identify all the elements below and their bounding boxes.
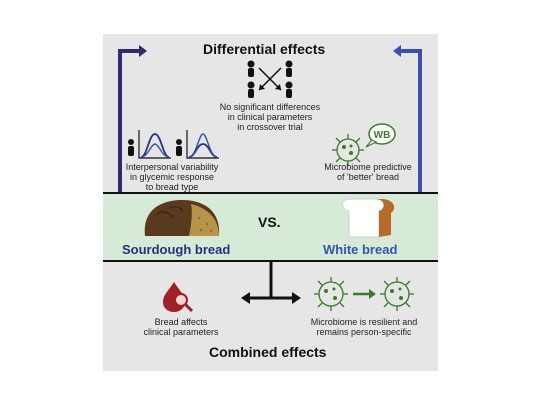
differential-effects-title: Differential effects xyxy=(203,41,326,57)
right-up-arrow-icon xyxy=(393,45,422,192)
white-bread-icon xyxy=(342,198,395,238)
sourdough-label: Sourdough bread xyxy=(122,242,231,257)
crossover-people-icon xyxy=(247,60,293,98)
differential-effects-panel xyxy=(103,34,438,192)
microbiome-resilient-caption: Microbiome is resilient and remains pers… xyxy=(310,317,418,337)
bread-affects-caption: Bread affects clinical parameters xyxy=(143,317,219,337)
sourdough-loaf-icon xyxy=(144,199,220,236)
glycemic-response-plots-icon xyxy=(128,130,219,159)
glycemic-variability-caption: Interpersonal variability in glycemic re… xyxy=(125,162,219,192)
graphical-abstract: Differential effects No significant diff… xyxy=(103,34,438,371)
white-bread-label: White bread xyxy=(323,242,398,257)
resilient-microbiome-icon xyxy=(314,277,414,311)
speech-bubble-label: WB xyxy=(374,130,391,141)
split-arrow-icon xyxy=(241,262,301,304)
combined-effects-title: Combined effects xyxy=(209,344,327,360)
left-up-arrow-icon xyxy=(118,45,147,192)
no-differences-caption: No significant differences in clinical p… xyxy=(219,102,321,132)
vs-label: VS. xyxy=(258,214,281,230)
microbe-speech-icon: WB xyxy=(332,123,396,166)
blood-drop-icon xyxy=(163,282,194,313)
microbiome-predictive-caption: Microbiome predictive of 'better' bread xyxy=(324,162,412,182)
